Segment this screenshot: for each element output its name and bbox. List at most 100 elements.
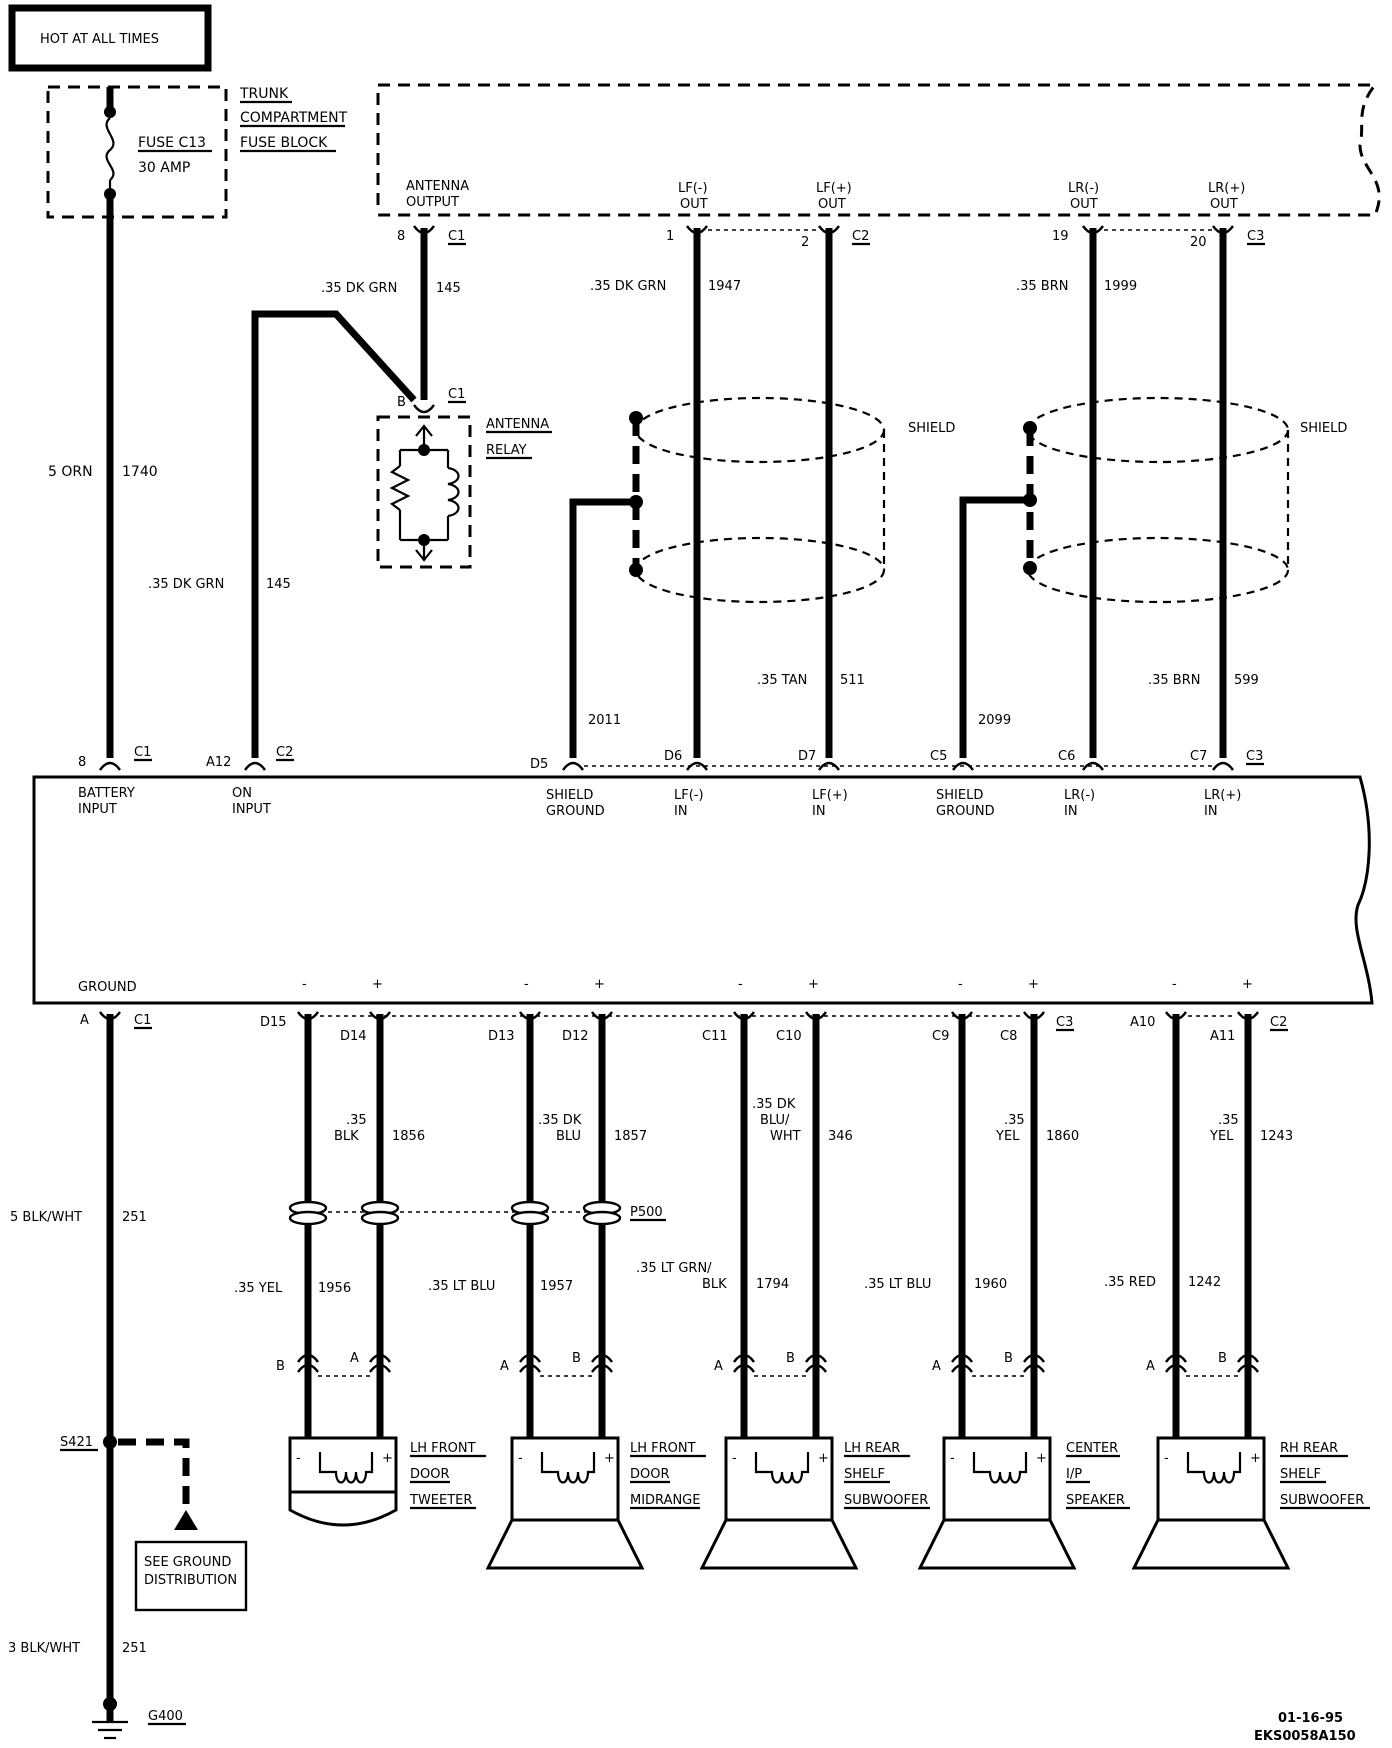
svg-text:SHIELD: SHIELD (936, 788, 983, 803)
wire-511-gauge: .35 TAN (757, 673, 807, 688)
fuse-block-label-2: COMPARTMENT (240, 110, 348, 126)
ground-arrow-icon (174, 1510, 198, 1530)
svg-text:A: A (1146, 1359, 1155, 1374)
svg-text:-: - (518, 1451, 523, 1466)
fuse-name: FUSE C13 (138, 135, 206, 151)
pin-d15: D15 (260, 1015, 287, 1030)
speaker-pin-labels: B A A B A B A B A B (276, 1351, 1227, 1374)
svg-text:+: + (604, 1451, 615, 1466)
svg-text:+: + (382, 1451, 393, 1466)
pin-c8: C8 (1000, 1029, 1017, 1044)
wire-599-num: 599 (1234, 673, 1259, 688)
ground-g400-label: G400 (148, 1709, 183, 1724)
svg-text:-: - (732, 1451, 737, 1466)
shield-1: SHIELD (629, 396, 955, 604)
pin-d13: D13 (488, 1029, 515, 1044)
pin-a-radio: A (80, 1013, 89, 1028)
svg-text:SUBWOOFER: SUBWOOFER (844, 1493, 928, 1508)
svg-text:SHIELD: SHIELD (1300, 421, 1347, 436)
svg-text:+: + (372, 977, 383, 992)
radio-label-on-input: ON INPUT (232, 786, 271, 817)
svg-text:+: + (594, 977, 605, 992)
wire-1794-gauge-1: .35 LT GRN/ (636, 1261, 712, 1276)
svg-text:+: + (1036, 1451, 1047, 1466)
svg-text:LF(+): LF(+) (812, 788, 848, 803)
top-output-lr-neg: LR(-) OUT (1068, 181, 1099, 212)
svg-text:LF(+): LF(+) (816, 181, 852, 196)
pin-d14: D14 (340, 1029, 367, 1044)
pin-a10: A10 (1130, 1015, 1155, 1030)
svg-text:OUT: OUT (1070, 197, 1098, 212)
svg-text:-: - (1172, 977, 1177, 992)
wire-1856-num: 1856 (392, 1129, 425, 1144)
svg-text:LR(-): LR(-) (1068, 181, 1099, 196)
svg-text:-: - (524, 977, 529, 992)
wire-1999-num: 1999 (1104, 279, 1137, 294)
connector-cup (1211, 761, 1235, 772)
top-output-lf-neg: LF(-) OUT (678, 181, 708, 212)
svg-text:P500: P500 (630, 1205, 663, 1220)
svg-text:GROUND: GROUND (546, 804, 605, 819)
svg-text:A: A (932, 1359, 941, 1374)
fuse-rating: 30 AMP (138, 160, 190, 176)
svg-text:-: - (1164, 1451, 1169, 1466)
svg-text:+: + (1028, 977, 1039, 992)
svg-text:+: + (1250, 1451, 1261, 1466)
wire-1243-gauge-1: .35 (1218, 1113, 1239, 1128)
pin-c10: C10 (776, 1029, 802, 1044)
conn-c2-radio: C2 (276, 745, 293, 760)
footer-date: 01-16-95 (1278, 1711, 1343, 1726)
svg-text:LR(+): LR(+) (1204, 788, 1241, 803)
radio-label-lr-neg-in: LR(-) IN (1064, 788, 1095, 819)
radio-label-lf-pos-in: LF(+) IN (812, 788, 848, 819)
svg-text:CENTER: CENTER (1066, 1441, 1118, 1456)
wire-251b-num: 251 (122, 1641, 147, 1656)
wire-1860-num: 1860 (1046, 1129, 1079, 1144)
speaker-lh-front-tweeter (288, 1436, 398, 1527)
svg-text:OUT: OUT (680, 197, 708, 212)
fuse-block-label-3: FUSE BLOCK (240, 135, 328, 151)
banner-text: HOT AT ALL TIMES (40, 32, 159, 47)
wire-2011-num: 2011 (588, 713, 621, 728)
wire-145-on-input (251, 310, 417, 758)
speaker-label-center: CENTER I/P SPEAKER (1066, 1441, 1130, 1510)
pin-c5-radio: C5 (930, 749, 947, 764)
wire-1860-gauge-2: YEL (995, 1129, 1020, 1144)
speaker-label-lh-sub: LH REAR SHELF SUBWOOFER (844, 1441, 930, 1510)
svg-text:BATTERY: BATTERY (78, 786, 135, 801)
conn-c1-bottom: C1 (134, 1013, 151, 1028)
svg-text:A: A (350, 1351, 359, 1366)
svg-text:ANTENNA: ANTENNA (486, 417, 549, 432)
svg-text:ON: ON (232, 786, 252, 801)
wire-1960-num: 1960 (974, 1277, 1007, 1292)
speaker-coil-icon (318, 1452, 374, 1484)
wire-1957-num: 1957 (540, 1279, 573, 1294)
svg-text:+: + (808, 977, 819, 992)
coil-icon (447, 466, 460, 518)
wire-145b-num: 145 (266, 577, 291, 592)
svg-text:OUT: OUT (1210, 197, 1238, 212)
svg-text:INPUT: INPUT (78, 802, 117, 817)
conn-c2-top: C2 (852, 229, 869, 244)
svg-text:-: - (738, 977, 743, 992)
svg-text:+: + (1242, 977, 1253, 992)
pin-20-top: 20 (1190, 235, 1207, 250)
speaker-label-tweeter: LH FRONT DOOR TWEETER (409, 1441, 486, 1510)
fuse-block-label-1: TRUNK (239, 86, 289, 102)
svg-text:B: B (276, 1359, 285, 1374)
svg-text:-: - (950, 1451, 955, 1466)
radio-label-shield-ground-2: SHIELD GROUND (936, 788, 995, 819)
wire-1857-gauge-1: .35 DK (538, 1113, 582, 1128)
pin-c9: C9 (932, 1029, 949, 1044)
svg-text:SHIELD: SHIELD (546, 788, 593, 803)
svg-text:LH FRONT: LH FRONT (410, 1441, 476, 1456)
svg-text:IN: IN (1204, 804, 1218, 819)
radio-label-lr-pos-in: LR(+) IN (1204, 788, 1241, 819)
svg-text:-: - (958, 977, 963, 992)
conn-c3-top: C3 (1247, 229, 1264, 244)
wire-1243-gauge-2: YEL (1209, 1129, 1234, 1144)
svg-text:LH REAR: LH REAR (844, 1441, 900, 1456)
pin-1-top: 1 (666, 229, 674, 244)
svg-text:A: A (500, 1359, 509, 1374)
